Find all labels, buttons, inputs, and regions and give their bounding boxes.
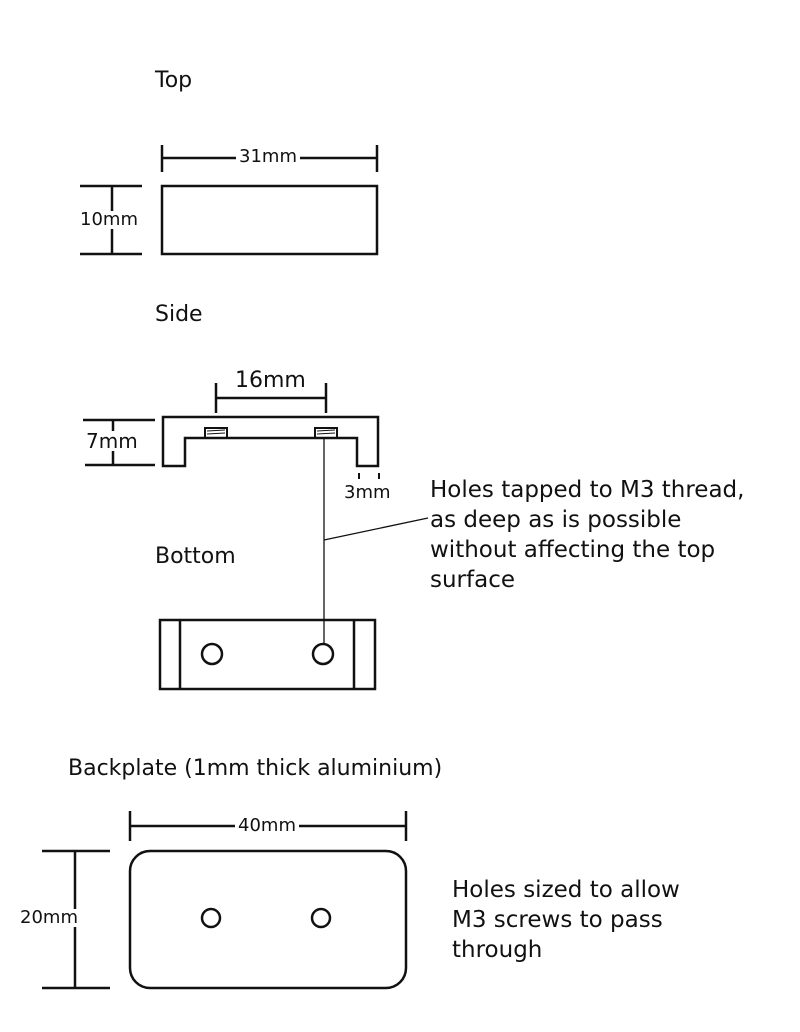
hole-spacing-dim: 16mm — [235, 368, 306, 393]
backplate-width-dim: 40mm — [235, 817, 299, 835]
tapped-holes-note: Holes tapped to M3 thread, as deep as is… — [430, 477, 745, 593]
side-view — [83, 383, 380, 479]
top-height-dim: 10mm — [77, 211, 141, 229]
bottom-view — [158, 618, 377, 691]
top-view — [80, 145, 379, 256]
top-view-label: Top — [155, 68, 193, 93]
bottom-view-label: Bottom — [155, 544, 236, 569]
backplate-label: Backplate (1mm thick aluminium) — [68, 756, 443, 781]
side-view-label: Side — [155, 302, 203, 327]
sized-holes-note: Holes sized to allow M3 screws to pass t… — [452, 877, 680, 963]
top-width-dim: 31mm — [236, 148, 300, 166]
leader-line — [323, 438, 429, 644]
side-height-dim: 7mm — [83, 431, 141, 451]
backplate-view — [42, 811, 408, 990]
backplate-height-dim: 20mm — [17, 909, 81, 927]
leg-width-dim: 3mm — [341, 484, 394, 502]
